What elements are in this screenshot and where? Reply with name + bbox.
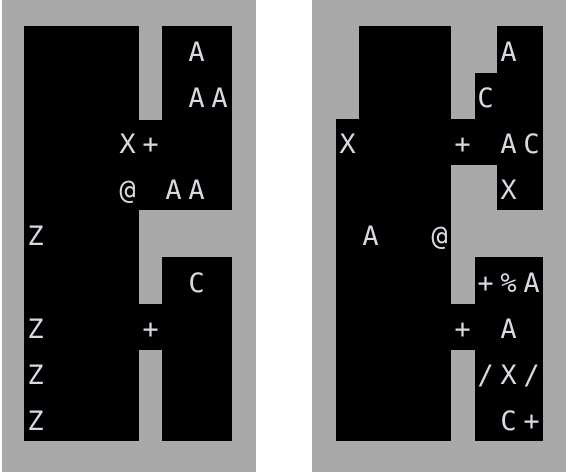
map-glyph: A	[362, 221, 379, 252]
map-glyph: Z	[27, 360, 44, 391]
map-glyph: C	[477, 83, 494, 114]
map-glyph: A	[500, 314, 517, 345]
map-glyph: %	[500, 268, 517, 299]
map-glyph: +	[454, 314, 471, 345]
floor-block	[139, 304, 162, 350]
map-glyph: A	[165, 175, 182, 206]
map-glyph: X	[500, 360, 517, 391]
map-glyph: C	[188, 268, 205, 299]
map-glyph: C	[500, 406, 517, 437]
map-glyph: Z	[27, 406, 44, 437]
map-glyph: A	[500, 129, 517, 160]
map-glyph: X	[339, 129, 356, 160]
map-glyph: +	[142, 129, 159, 160]
floor-block	[475, 119, 543, 165]
map-glyph: X	[119, 129, 136, 160]
map-glyph: /	[477, 360, 494, 391]
map-glyph: A	[188, 175, 205, 206]
floor-block	[24, 26, 139, 441]
floor-block	[162, 26, 232, 210]
map-glyph: +	[477, 268, 494, 299]
floor-block	[451, 119, 475, 165]
floor-block	[475, 257, 543, 441]
map-glyph: Z	[27, 314, 44, 345]
map-glyph: +	[523, 406, 540, 437]
floor-block	[139, 120, 162, 210]
floor-block	[359, 26, 451, 119]
left-map-panel: A A A X + @ A A Z C Z + Z Z	[2, 0, 256, 472]
map-glyph: A	[188, 83, 205, 114]
map-glyph: A	[523, 268, 540, 299]
map-glyph: +	[454, 129, 471, 160]
right-map-panel: A C X + A C X A @ + % A + A / X / C +	[312, 0, 566, 472]
floor-block	[162, 257, 232, 441]
floor-block	[497, 26, 543, 210]
map-glyph: +	[142, 314, 159, 345]
map-glyph: A	[500, 37, 517, 68]
floor-block	[336, 119, 451, 441]
player-glyph: @	[431, 221, 448, 252]
floor-block	[475, 73, 497, 119]
floor-block	[451, 304, 475, 350]
map-glyph: C	[523, 129, 540, 160]
player-glyph: @	[119, 175, 136, 206]
map-glyph: A	[211, 83, 228, 114]
map-glyph: Z	[27, 221, 44, 252]
map-glyph: A	[188, 37, 205, 68]
map-glyph: /	[523, 360, 540, 391]
map-glyph: X	[500, 175, 517, 206]
